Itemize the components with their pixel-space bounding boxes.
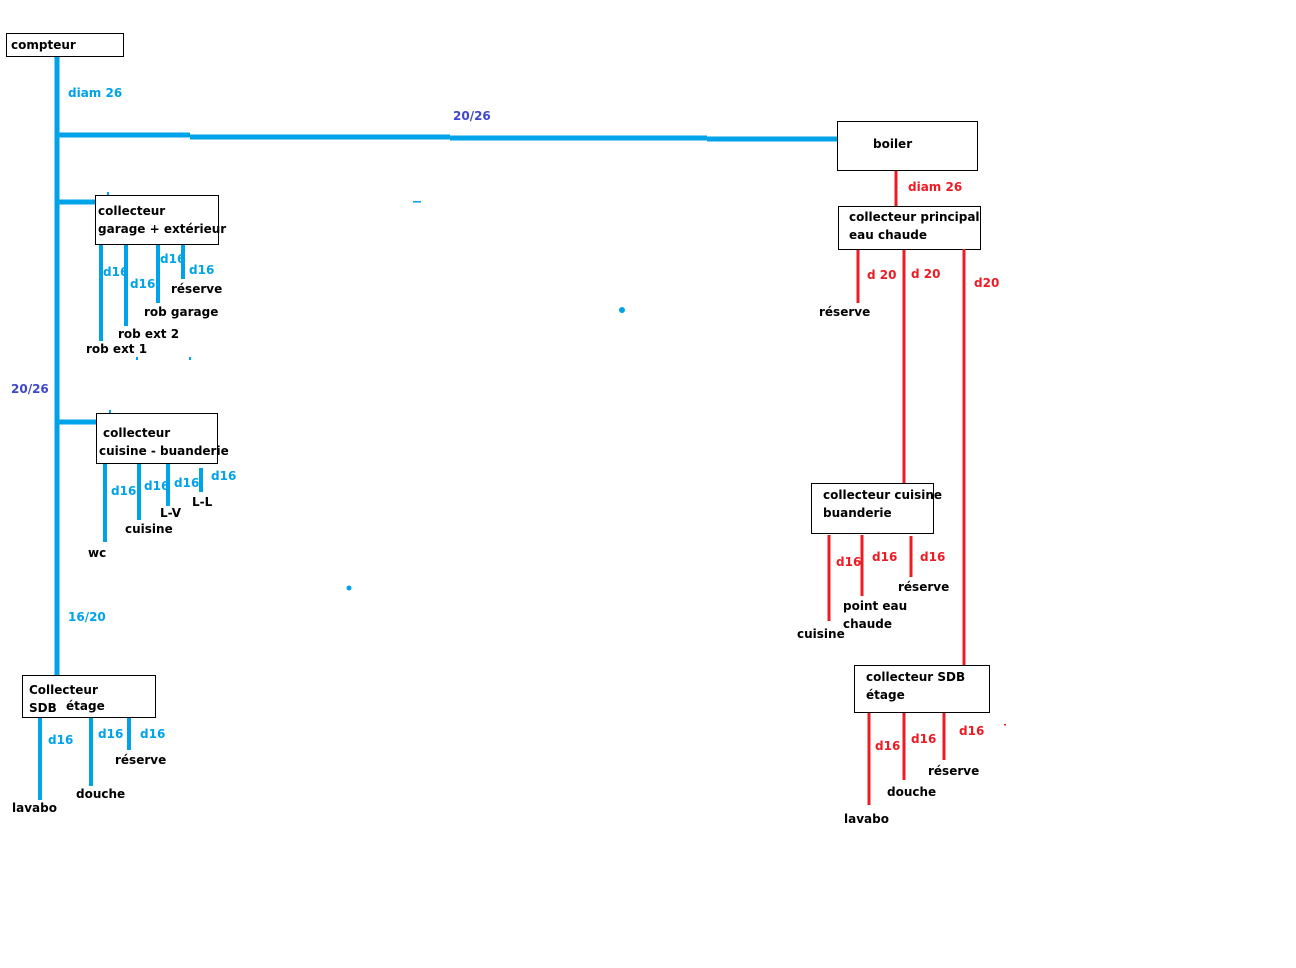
boiler-outlet-label: diam 26 <box>908 180 962 194</box>
cold-boiler-pipe-label: 20/26 <box>453 109 491 123</box>
collector-box <box>854 665 990 713</box>
hot-kitchen-collector: collecteur cuisine buanderie d16 d16 d16… <box>797 483 949 641</box>
hot-main-collector: collecteur principal eau chaude d 20 d 2… <box>819 206 999 670</box>
stray-dot <box>346 585 352 591</box>
outlet-size: d 20 <box>911 267 940 281</box>
outlet-size: d16 <box>959 724 984 738</box>
outlet-size: d16 <box>144 479 169 493</box>
stray-mark <box>107 192 109 195</box>
collector-title-line2a: SDB <box>29 701 57 715</box>
outlet-destination: réserve <box>928 764 979 778</box>
collector-box <box>838 206 981 250</box>
collector-title-line2: cuisine - buanderie <box>99 444 229 458</box>
outlet-size: d16 <box>920 550 945 564</box>
outlet-destination: cuisine <box>797 627 845 641</box>
outlet-size: d16 <box>140 727 165 741</box>
stray-mark <box>189 357 191 360</box>
stray-mark <box>413 201 421 203</box>
outlet-destination-line2: chaude <box>843 617 892 631</box>
outlet-destination: réserve <box>819 305 870 319</box>
outlet-size: d16 <box>211 469 236 483</box>
outlet-destination: lavabo <box>12 801 57 815</box>
collector-title-line1: collecteur <box>103 426 170 440</box>
outlet-destination: réserve <box>898 580 949 594</box>
collector-box <box>22 675 156 718</box>
collector-title-line2: étage <box>866 688 905 702</box>
outlet-size: d16 <box>111 484 136 498</box>
hot-bathroom-collector: collecteur SDB étage d16 d16 d16 lavabo … <box>844 665 1006 826</box>
outlet-size: d16 <box>160 252 185 266</box>
collector-title-line2: buanderie <box>823 506 892 520</box>
meter-label: compteur <box>11 38 76 52</box>
collector-title-line1: collecteur principal <box>849 210 980 224</box>
outlet-destination: réserve <box>115 753 166 767</box>
stray-dot <box>619 307 625 313</box>
outlet-size: d16 <box>48 733 73 747</box>
outlet-size: d16 <box>836 555 861 569</box>
outlet-size: d16 <box>911 732 936 746</box>
meter-box <box>6 33 124 57</box>
collector-title-line2: garage + extérieur <box>98 222 226 236</box>
stray-mark <box>136 357 138 360</box>
outlet-size: d16 <box>872 550 897 564</box>
collector-title-line2b: étage <box>66 699 105 713</box>
outlet-destination: douche <box>887 785 936 799</box>
cold-garage-collector: collecteur garage + extérieur d16 d16 d1… <box>86 195 226 356</box>
collector-box <box>811 483 934 534</box>
collector-title-line1: collecteur cuisine <box>823 488 942 502</box>
outlet-destination: cuisine <box>125 522 173 536</box>
outlet-size: d16 <box>875 739 900 753</box>
collector-box <box>95 195 219 245</box>
outlet-destination: L-V <box>160 506 182 520</box>
collector-title-line1: collecteur <box>98 204 165 218</box>
outlet-destination: douche <box>76 787 125 801</box>
collector-title-line1: collecteur SDB <box>866 670 965 684</box>
outlet-destination: rob garage <box>144 305 218 319</box>
collector-title-line1: Collecteur <box>29 683 98 697</box>
cold-main-diameter-label: diam 26 <box>68 86 122 100</box>
stray-mark <box>109 410 111 413</box>
cold-riser-middle-label: 20/26 <box>11 382 49 396</box>
stray-mark <box>1004 724 1006 726</box>
boiler-label: boiler <box>873 137 912 151</box>
collector-title-line2: eau chaude <box>849 228 927 242</box>
cold-bathroom-collector: Collecteur SDB étage d16 d16 d16 lavabo … <box>12 675 166 815</box>
cold-kitchen-collector: collecteur cuisine - buanderie d16 d16 d… <box>88 413 236 560</box>
outlet-destination: L-L <box>192 495 213 509</box>
outlet-destination: rob ext 2 <box>118 327 179 341</box>
outlet-size: d 20 <box>867 268 896 282</box>
collector-box <box>96 413 218 464</box>
cold-riser-upstairs-label: 16/20 <box>68 610 106 624</box>
outlet-size: d16 <box>189 263 214 277</box>
outlet-destination-line1: point eau <box>843 599 907 613</box>
outlet-size: d16 <box>103 265 128 279</box>
boiler-box <box>837 121 978 171</box>
outlet-destination: lavabo <box>844 812 889 826</box>
outlet-destination: rob ext 1 <box>86 342 147 356</box>
outlet-destination: wc <box>88 546 106 560</box>
outlet-destination: réserve <box>171 282 222 296</box>
outlet-size: d20 <box>974 276 999 290</box>
outlet-size: d16 <box>174 476 199 490</box>
outlet-size: d16 <box>98 727 123 741</box>
outlet-size: d16 <box>130 277 155 291</box>
